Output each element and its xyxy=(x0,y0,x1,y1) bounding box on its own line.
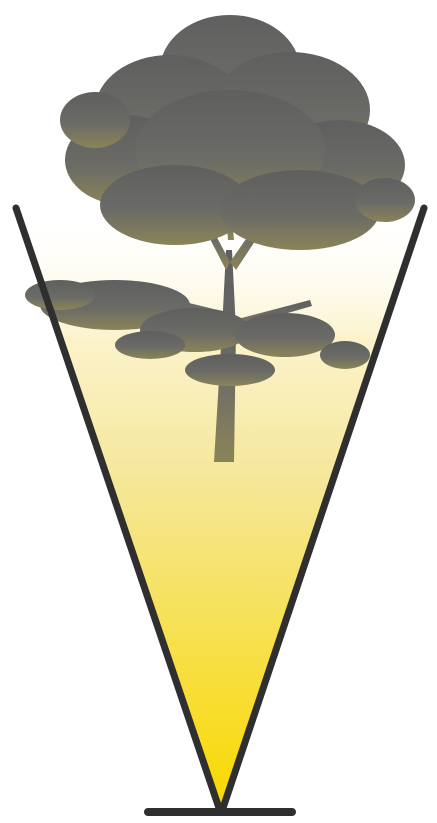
illustration-canvas xyxy=(0,0,437,823)
uplight-illustration xyxy=(0,0,437,823)
